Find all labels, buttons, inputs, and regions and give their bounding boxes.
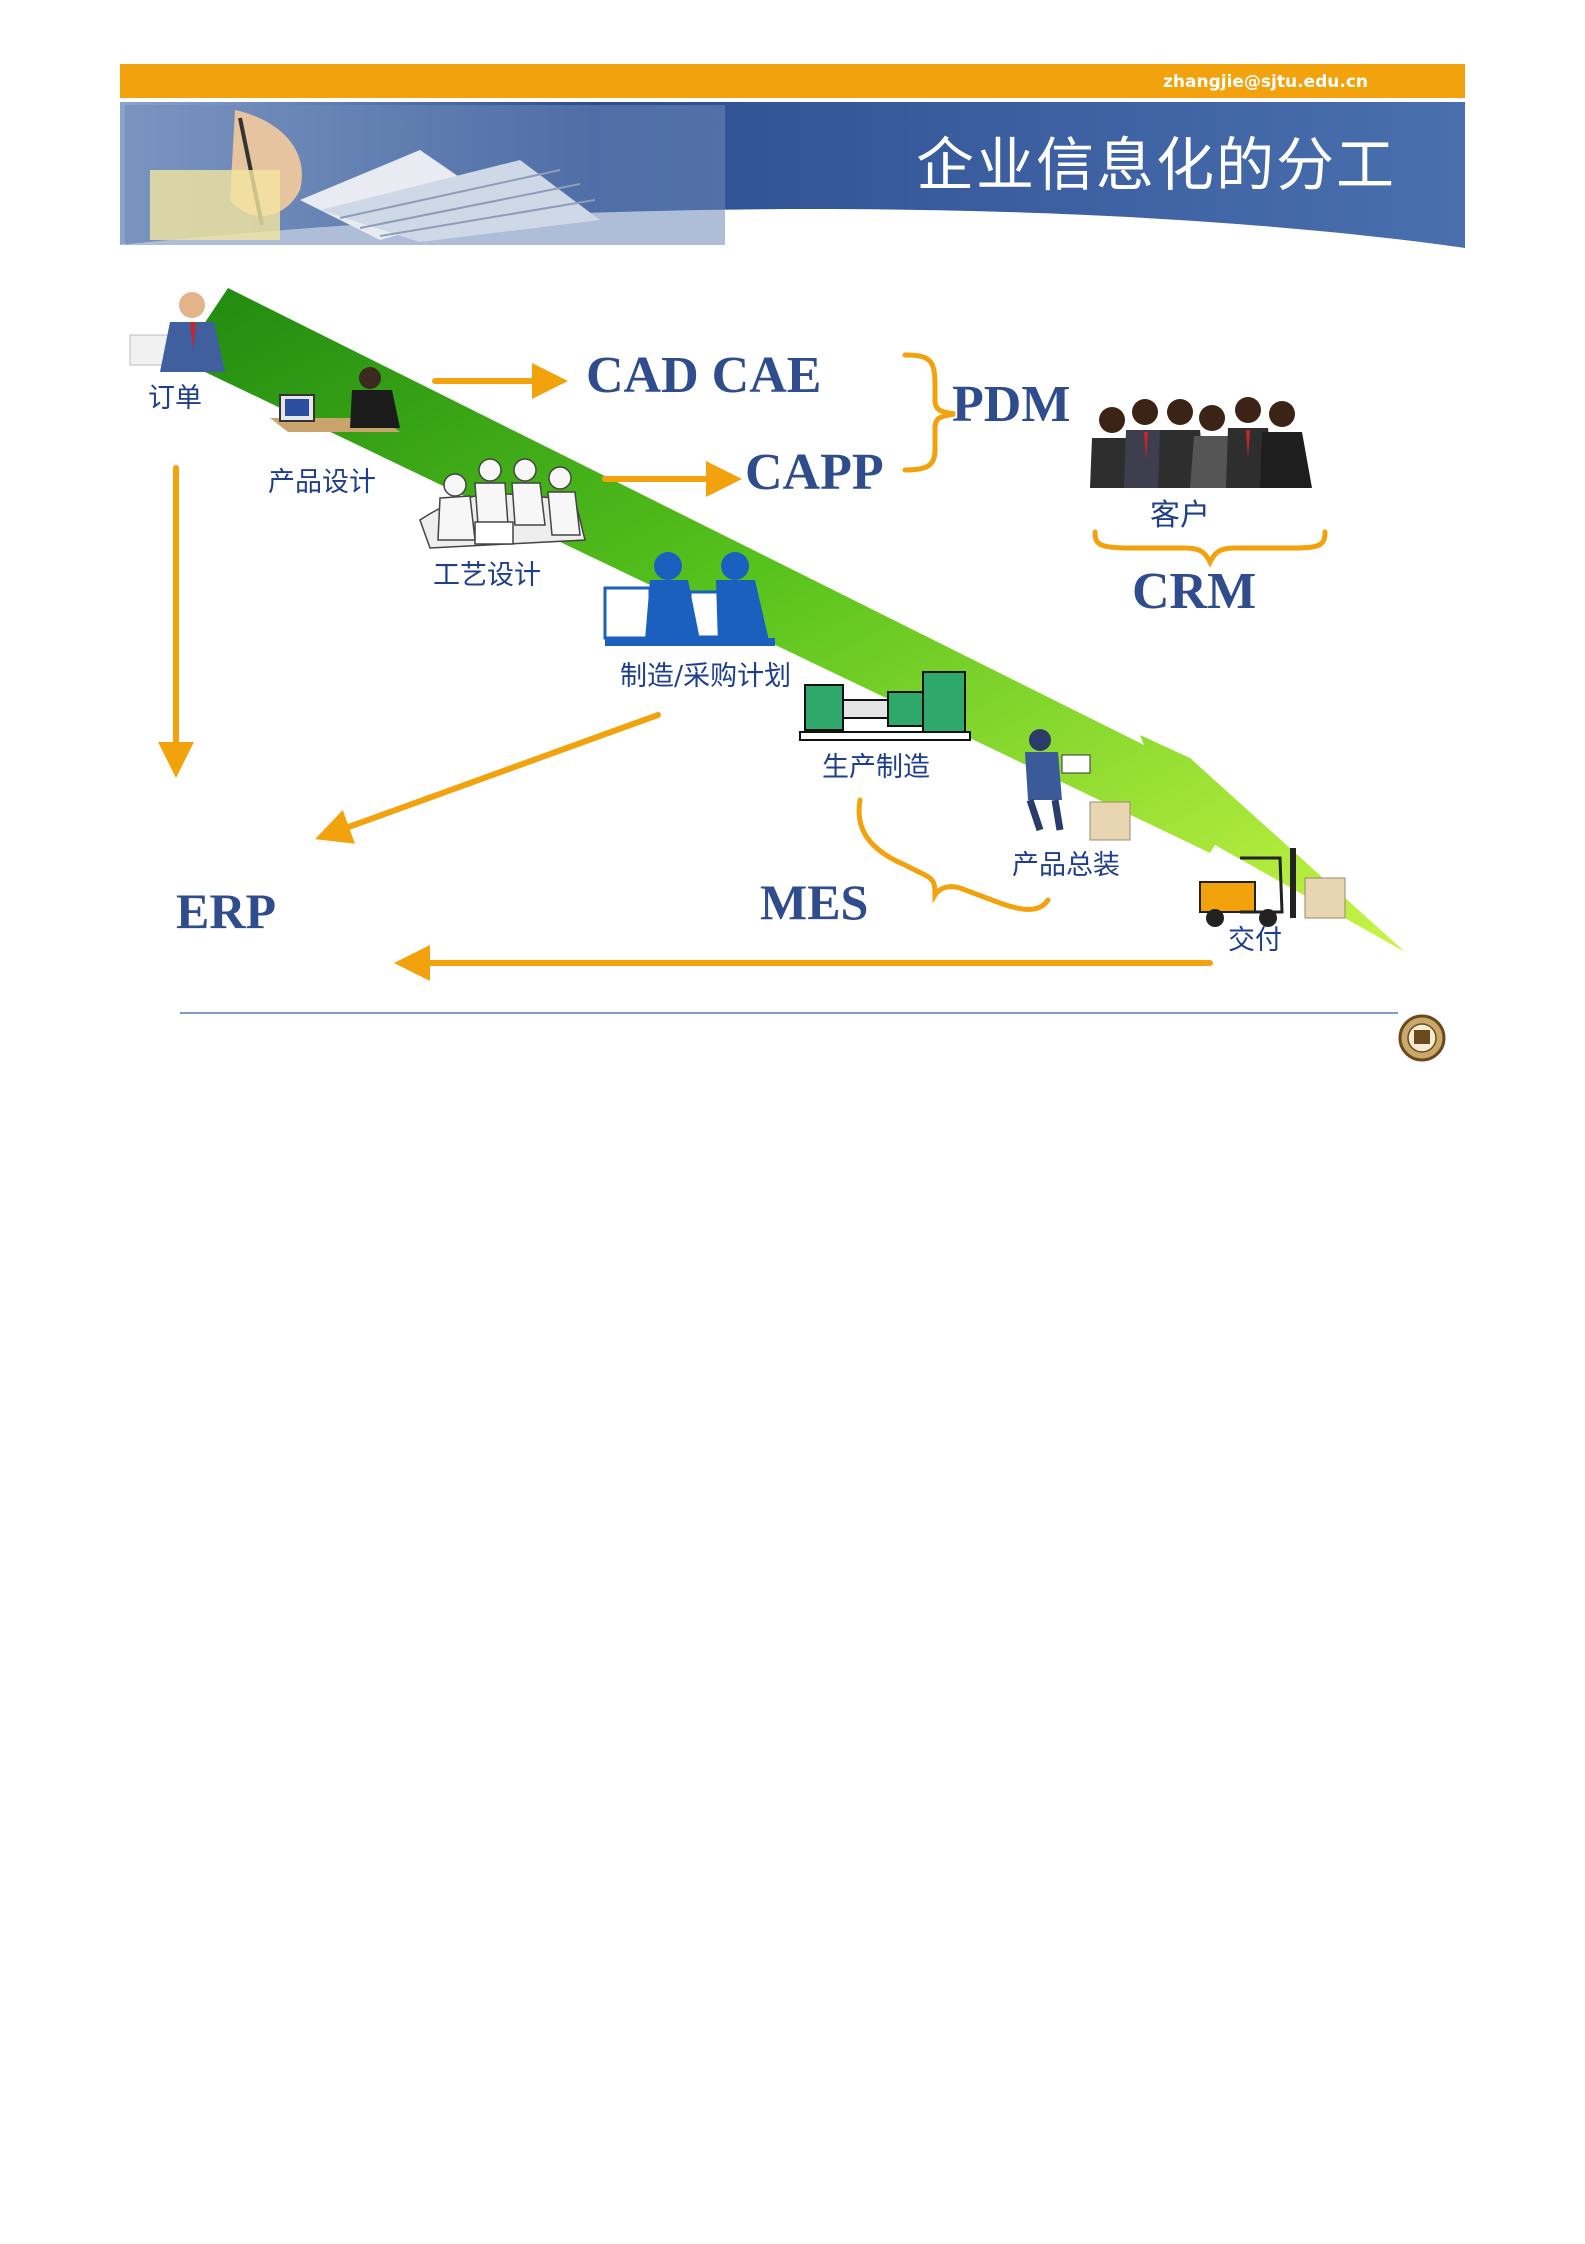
slide: zhangjie@sjtu.edu.cn 企业信息化的分工 订单 产品设计 工艺…	[0, 0, 1585, 1100]
businessman-icon	[129, 292, 225, 372]
crm-brace	[1092, 529, 1328, 568]
process-flow-arrow	[180, 288, 1405, 952]
system-crm-label: CRM	[1132, 563, 1257, 620]
stage-product-design-label: 产品设计	[268, 467, 376, 498]
system-mes-label: MES	[760, 874, 869, 930]
customer-label: 客户	[1150, 498, 1210, 533]
stage-mfg-plan-label: 制造/采购计划	[620, 661, 792, 692]
university-seal-icon	[1398, 1014, 1446, 1062]
stage-delivery-label: 交付	[1228, 925, 1282, 956]
mes-brace	[856, 797, 1051, 912]
header-email[interactable]: zhangjie@sjtu.edu.cn	[1163, 72, 1368, 92]
page-title: 企业信息化的分工	[916, 131, 1397, 199]
stage-assembly-label: 产品总装	[1012, 850, 1120, 881]
forklift-icon	[1199, 848, 1346, 927]
machine-icon	[799, 671, 971, 741]
customers-group-icon	[1090, 397, 1312, 488]
planners-icon	[603, 552, 775, 646]
header-orange-bar	[120, 64, 1465, 98]
computer-worker-icon	[270, 367, 400, 432]
stage-order-label: 订单	[148, 383, 202, 414]
stage-production-label: 生产制造	[822, 752, 930, 783]
team-meeting-icon	[419, 458, 586, 549]
stage-process-design-label: 工艺设计	[433, 560, 541, 591]
system-capp-label: CAPP	[745, 444, 884, 501]
system-pdm-label: PDM	[952, 376, 1071, 433]
worker-boxes-icon	[1025, 729, 1131, 841]
system-cad-cae-label: CAD CAE	[586, 347, 822, 404]
slide-graphics	[120, 64, 1465, 1062]
pdm-brace	[902, 352, 956, 473]
hand-keyboard-icon	[125, 105, 725, 245]
arrow-plan-to-erp	[315, 712, 661, 844]
system-erp-label: ERP	[176, 883, 276, 939]
